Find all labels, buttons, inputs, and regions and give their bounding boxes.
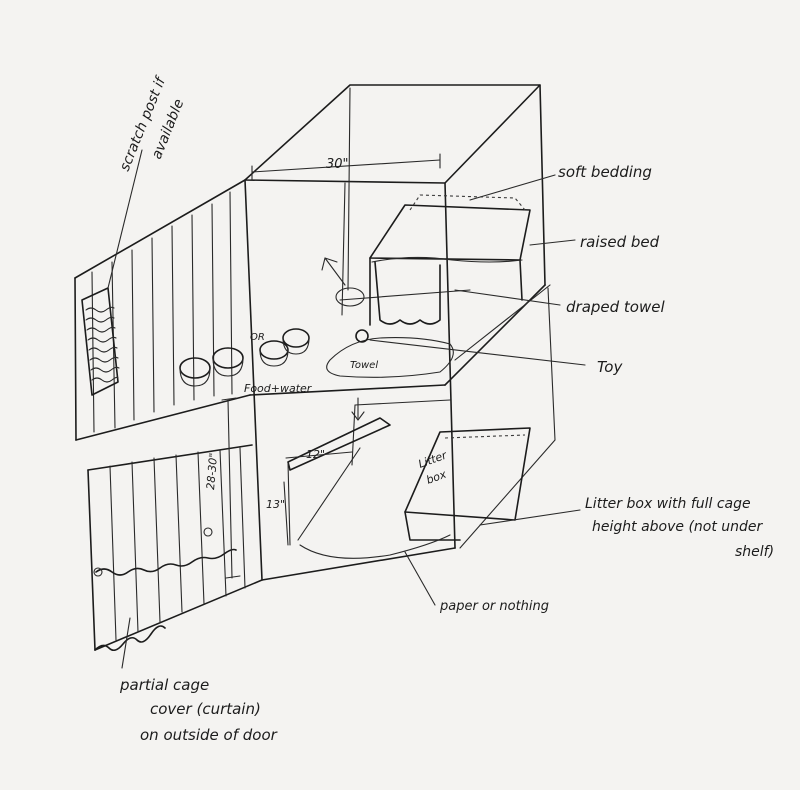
- towel-on-floor: [326, 337, 454, 378]
- litter-box: [404, 427, 581, 541]
- paper-floor: [297, 447, 451, 606]
- label-litter-note-3: shelf): [735, 544, 774, 560]
- label-draped-towel: draped towel: [566, 298, 665, 316]
- label-width: 30": [326, 157, 349, 172]
- label-litter-note-1: Litter box with full cage: [585, 496, 751, 512]
- label-shelf-height: 13": [266, 498, 285, 511]
- label-cover-1: partial cage: [119, 676, 209, 694]
- cage-door-lower: [87, 444, 263, 669]
- label-litter-note-2: height above (not under: [592, 519, 764, 535]
- food-water-bowls: [179, 328, 310, 387]
- label-litter-box-2: box: [425, 468, 449, 487]
- label-food-water: Food+water: [244, 382, 313, 395]
- label-towel: Towel: [350, 360, 378, 371]
- cage-frame: [244, 84, 556, 581]
- lower-shelf: [285, 417, 391, 546]
- width-dimension: [251, 153, 441, 181]
- label-paper: paper or nothing: [439, 599, 549, 614]
- label-raised-bed: raised bed: [580, 233, 660, 251]
- height-dimension: [221, 397, 289, 579]
- label-cover-2: cover (curtain): [150, 700, 261, 718]
- label-shelf-width: 12": [306, 448, 325, 461]
- label-or: OR: [250, 332, 265, 343]
- label-litter-box-1: Litter: [417, 448, 450, 471]
- label-cover-3: on outside of door: [140, 726, 278, 744]
- scratch-post: [81, 149, 143, 396]
- cage-door-upper: [74, 179, 251, 441]
- raised-bed: [321, 174, 586, 421]
- label-soft-bedding: soft bedding: [558, 163, 652, 181]
- label-height: 28-30": [204, 452, 220, 490]
- label-toy: Toy: [597, 358, 623, 376]
